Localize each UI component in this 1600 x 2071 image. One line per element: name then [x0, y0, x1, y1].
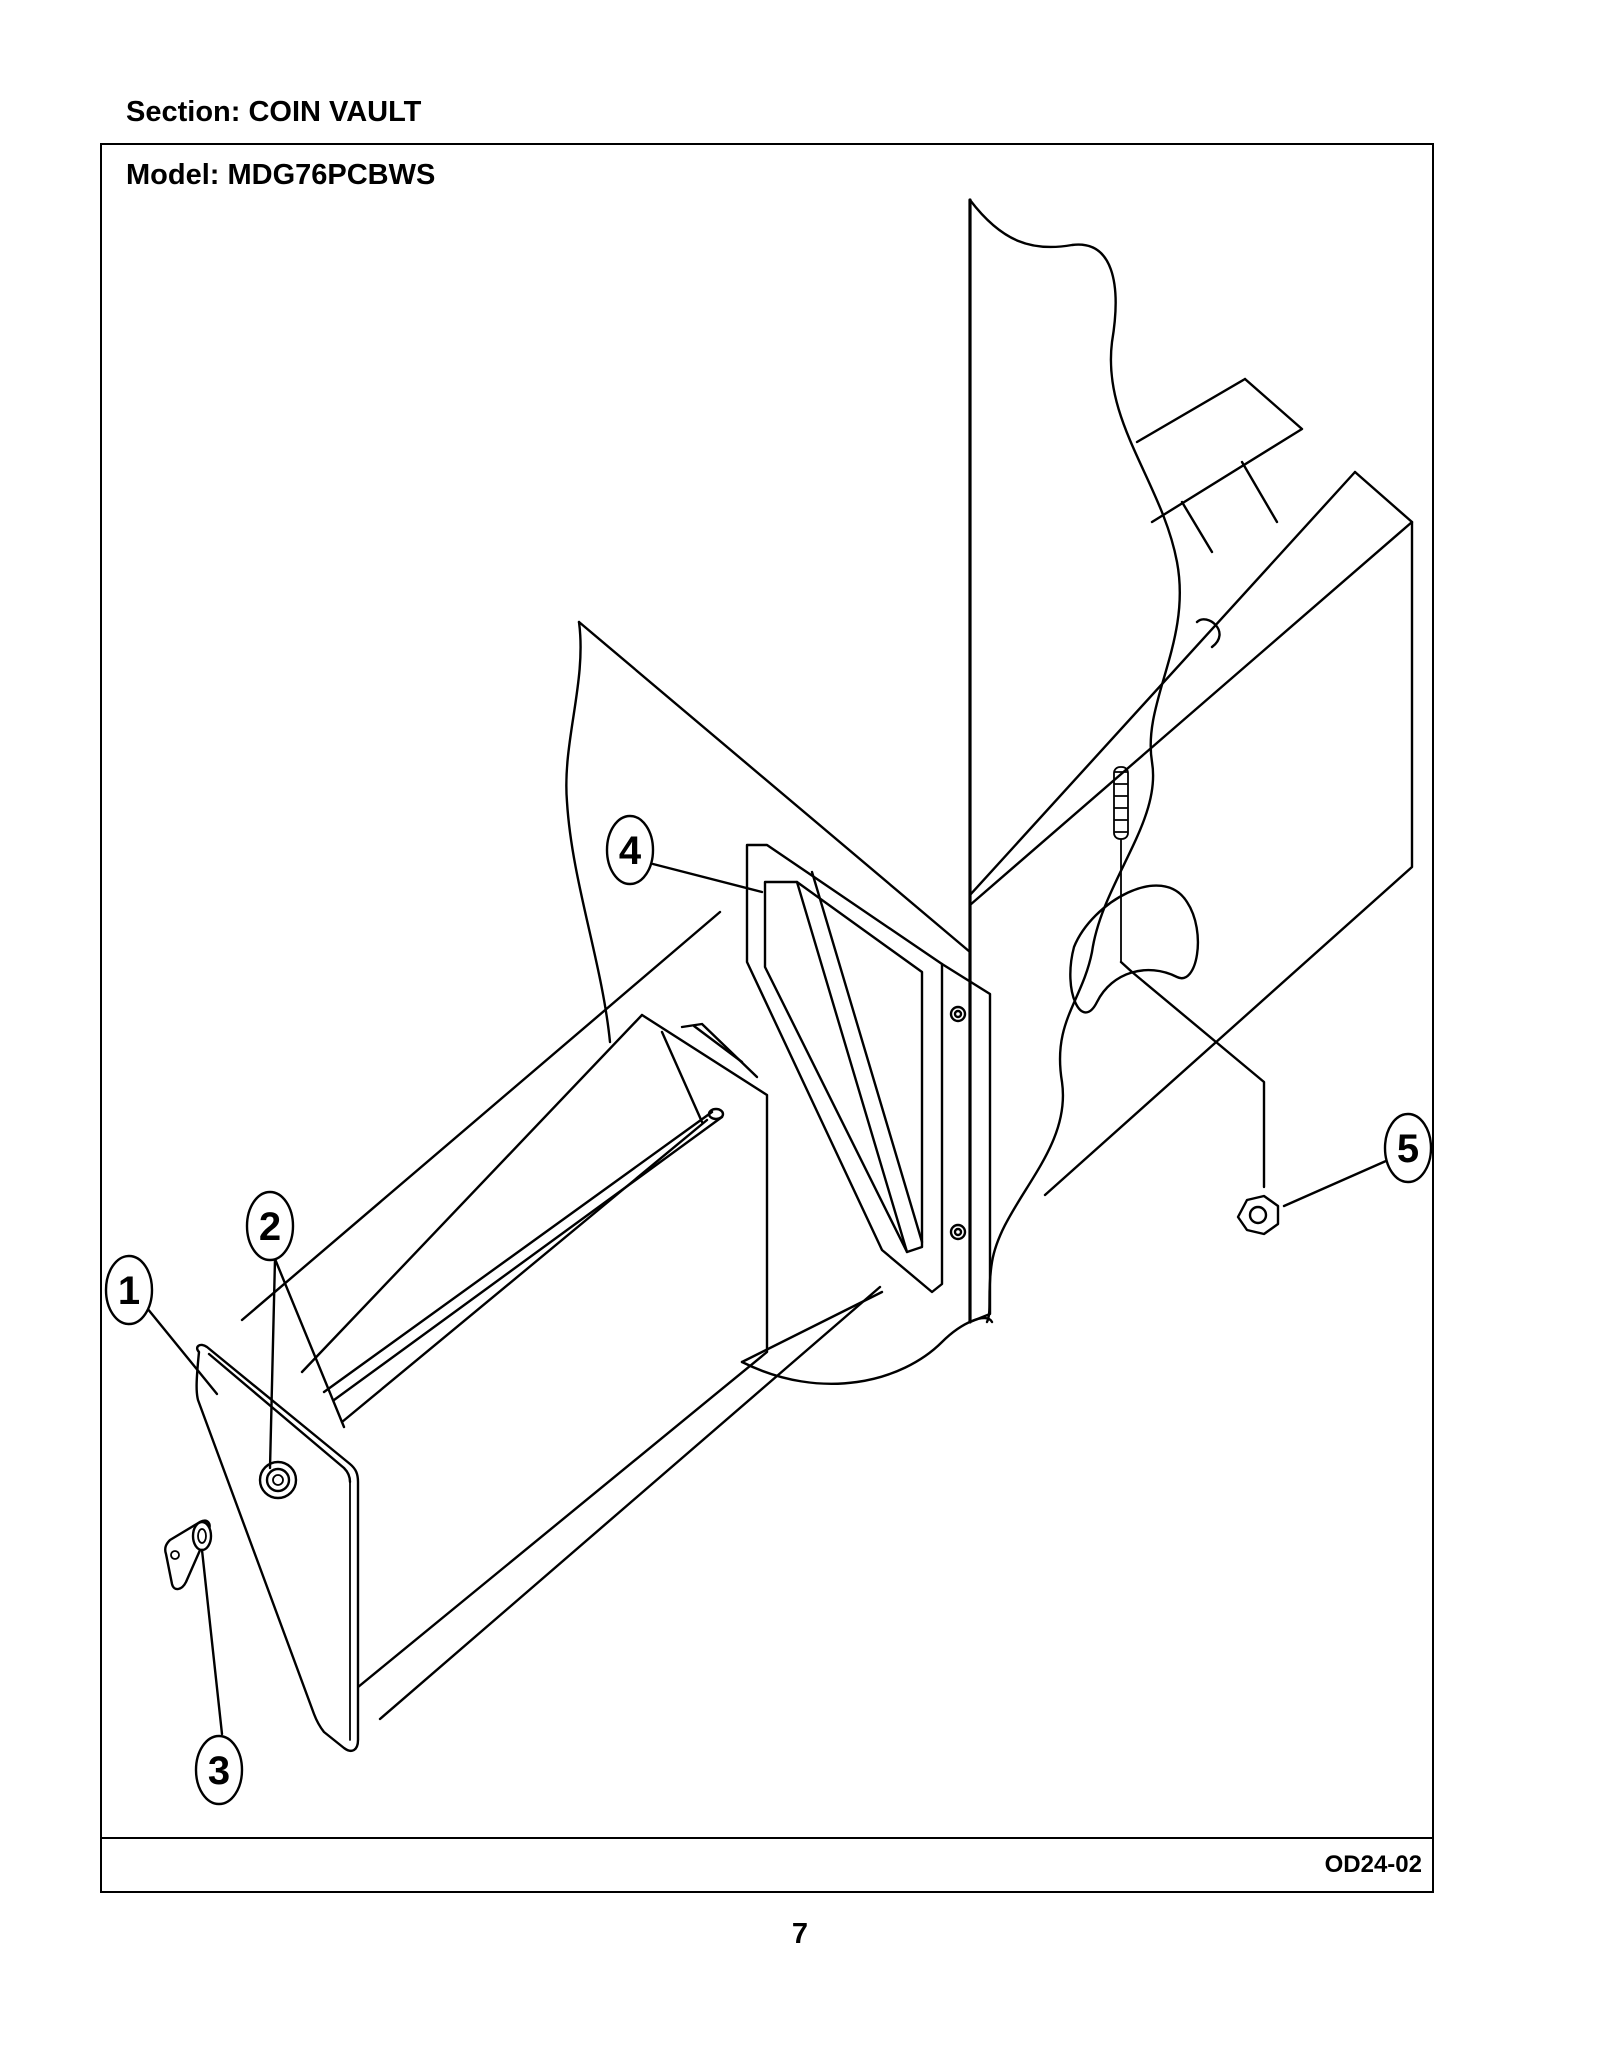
cam-lock — [164, 1519, 213, 1591]
callout-2-label: 2 — [259, 1205, 281, 1249]
leader-lines — [145, 862, 1397, 1736]
page-number: 7 — [791, 1918, 809, 1950]
threaded-stud — [1113, 766, 1129, 963]
callout-5-label: 5 — [1397, 1127, 1419, 1171]
section-title: Section: COIN VAULT — [126, 96, 422, 128]
exploded-view-drawing: 1 2 3 4 5 — [104, 198, 1432, 1806]
hex-nut — [1236, 1194, 1280, 1236]
callout-5: 5 — [1383, 1112, 1432, 1184]
callout-1: 1 — [104, 1254, 154, 1326]
vault-opening-frame — [745, 843, 992, 1324]
callout-1-label: 1 — [118, 1269, 140, 1313]
callout-3-label: 3 — [208, 1749, 230, 1793]
cabinet-back-panel — [968, 198, 1182, 1324]
callout-4: 4 — [605, 814, 655, 886]
callout-4-label: 4 — [619, 829, 642, 873]
callout-2: 2 — [245, 1190, 295, 1262]
vault-housing — [968, 377, 1414, 1197]
drawing-number: OD24-02 — [1324, 1851, 1422, 1878]
drawing-frame: Model: MDG76PCBWS — [100, 143, 1434, 1893]
title-block: OD24-02 — [102, 1837, 1432, 1891]
callout-3: 3 — [194, 1734, 244, 1806]
access-hole — [1069, 884, 1200, 1014]
cabinet-left-wall — [565, 620, 994, 1385]
vault-drawer — [195, 910, 882, 1752]
model-title: Model: MDG76PCBWS — [126, 159, 436, 191]
